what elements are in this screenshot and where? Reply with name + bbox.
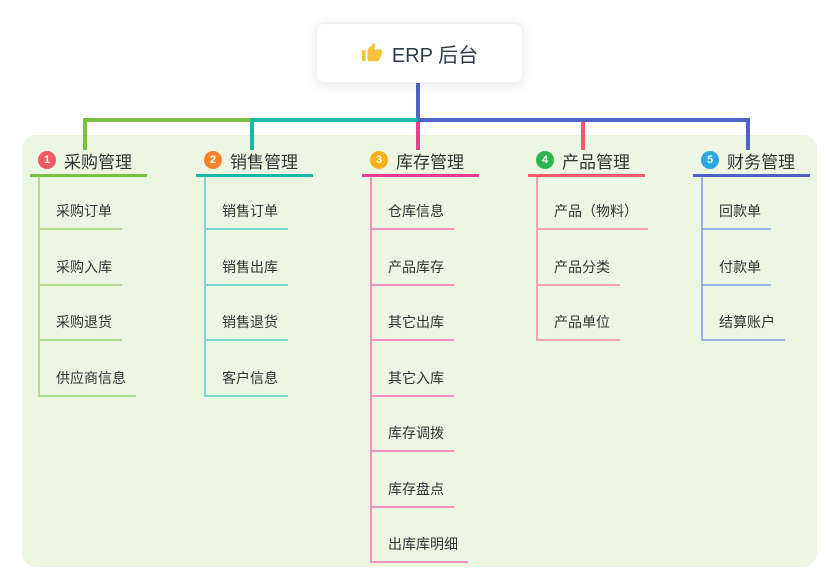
- child-node-label: 供应商信息: [56, 369, 126, 386]
- branch-connector-line: [746, 118, 750, 150]
- child-node-label: 采购入库: [56, 258, 112, 275]
- branch-title-label: 财务管理: [727, 152, 795, 172]
- children-connector-line: [701, 177, 703, 341]
- child-node-label: 销售订单: [222, 203, 278, 219]
- branch-node-5[interactable]: 5 财务管理: [701, 147, 795, 173]
- child-node[interactable]: 结算账户: [701, 305, 785, 341]
- branch-node-1[interactable]: 1 采购管理: [38, 147, 132, 173]
- root-node[interactable]: ERP 后台: [316, 23, 523, 83]
- child-node[interactable]: 采购订单: [38, 194, 122, 230]
- root-label: ERP 后台: [391, 44, 479, 67]
- child-node-label: 采购退货: [56, 314, 112, 330]
- branch-underline: [30, 174, 147, 177]
- branch-node-2[interactable]: 2 销售管理: [204, 147, 298, 173]
- child-node[interactable]: 客户信息: [204, 361, 288, 397]
- branch-number-badge: 5: [701, 151, 719, 169]
- child-node-label: 库存盘点: [388, 480, 444, 497]
- child-node-label: 销售退货: [222, 314, 278, 330]
- branch-underline: [693, 174, 810, 177]
- child-node-label: 产品单位: [554, 314, 610, 330]
- child-node[interactable]: 产品库存: [370, 250, 454, 286]
- child-node[interactable]: 销售出库: [204, 250, 288, 286]
- children-connector-line: [204, 177, 206, 397]
- child-node[interactable]: 销售退货: [204, 305, 288, 341]
- branch-connector-line: [581, 122, 585, 150]
- branch-title-label: 采购管理: [64, 152, 132, 172]
- child-node[interactable]: 付款单: [701, 250, 771, 286]
- child-node[interactable]: 回款单: [701, 194, 771, 230]
- branch-connector-line: [250, 118, 254, 150]
- branch-node-4[interactable]: 4 产品管理: [536, 147, 630, 173]
- branch-node-3[interactable]: 3 库存管理: [370, 147, 464, 173]
- child-node-label: 客户信息: [222, 369, 278, 386]
- child-node-label: 产品分类: [554, 258, 610, 275]
- children-connector-line: [38, 177, 40, 397]
- child-node-label: 产品库存: [388, 258, 444, 275]
- child-node-label: 采购订单: [56, 203, 112, 219]
- root-connector-line: [416, 82, 420, 118]
- child-node[interactable]: 产品（物料）: [536, 194, 648, 230]
- horizontal-connector-line: [252, 118, 418, 122]
- child-node[interactable]: 库存调拨: [370, 416, 454, 452]
- child-node[interactable]: 产品单位: [536, 305, 620, 341]
- horizontal-connector-line: [83, 118, 252, 122]
- child-node[interactable]: 仓库信息: [370, 194, 454, 230]
- horizontal-connector-line: [418, 118, 750, 122]
- child-node-label: 产品（物料）: [554, 203, 638, 219]
- child-node-label: 销售出库: [222, 258, 278, 275]
- child-node-label: 库存调拨: [388, 425, 444, 441]
- children-connector-line: [536, 177, 538, 341]
- child-node[interactable]: 其它出库: [370, 305, 454, 341]
- children-connector-line: [370, 177, 372, 563]
- child-node[interactable]: 出库库明细: [370, 527, 468, 563]
- child-node[interactable]: 供应商信息: [38, 361, 136, 397]
- child-node[interactable]: 库存盘点: [370, 472, 454, 508]
- child-node-label: 其它入库: [388, 369, 444, 386]
- child-node-label: 回款单: [719, 203, 761, 219]
- child-node[interactable]: 产品分类: [536, 250, 620, 286]
- branch-group-panel: [22, 135, 817, 567]
- branch-number-badge: 3: [370, 151, 388, 169]
- child-node-label: 结算账户: [719, 314, 775, 330]
- child-node-label: 其它出库: [388, 314, 444, 330]
- child-node[interactable]: 采购退货: [38, 305, 122, 341]
- branch-underline: [362, 174, 479, 177]
- branch-title-label: 产品管理: [562, 152, 630, 172]
- child-node-label: 出库库明细: [388, 536, 458, 552]
- child-node-label: 仓库信息: [388, 203, 444, 219]
- branch-number-badge: 1: [38, 151, 56, 169]
- thumbs-up-icon: [361, 42, 383, 64]
- branch-title-label: 库存管理: [396, 152, 464, 172]
- branch-connector-line: [83, 118, 87, 150]
- child-node-label: 付款单: [719, 258, 761, 275]
- branch-title-label: 销售管理: [230, 152, 298, 172]
- child-node[interactable]: 采购入库: [38, 250, 122, 286]
- branch-underline: [196, 174, 313, 177]
- branch-number-badge: 2: [204, 151, 222, 169]
- branch-connector-line: [416, 122, 420, 150]
- branch-number-badge: 4: [536, 151, 554, 169]
- child-node[interactable]: 其它入库: [370, 361, 454, 397]
- branch-underline: [528, 174, 645, 177]
- child-node[interactable]: 销售订单: [204, 194, 288, 230]
